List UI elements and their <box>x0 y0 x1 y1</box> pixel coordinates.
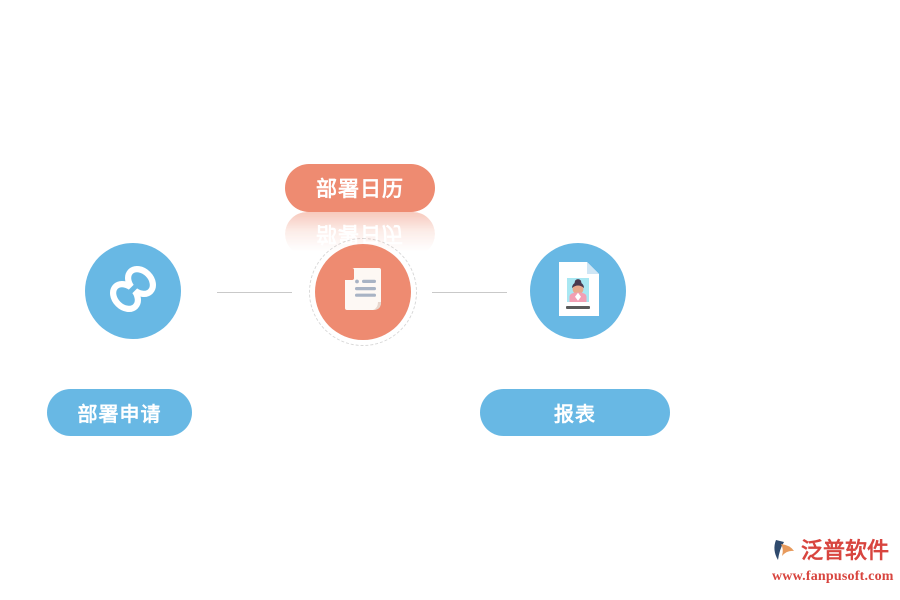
report-pill-label: 报表 <box>554 402 596 426</box>
fanpu-logo-icon <box>772 538 798 566</box>
apply-pill-label: 部署申请 <box>77 402 162 426</box>
chain-link-icon <box>102 258 164 324</box>
node-report[interactable] <box>530 243 626 339</box>
report-pill[interactable]: 报表 <box>480 389 670 436</box>
watermark-brand: 泛普软件 <box>801 539 890 564</box>
calendar-pill[interactable]: 部署日历 <box>285 164 435 212</box>
calendar-pill-reflection-label: 部署日历 <box>316 222 404 246</box>
node-deployment-calendar[interactable] <box>315 244 411 340</box>
calendar-pill-label: 部署日历 <box>316 177 404 201</box>
node-deployment-application[interactable] <box>85 243 181 339</box>
watermark: 泛普软件 www.fanpusoft.com <box>772 538 894 590</box>
watermark-url: www.fanpusoft.com <box>772 569 894 584</box>
connector-calendar-to-report <box>432 292 507 293</box>
calendar-pill-reflection: 部署日历 <box>285 212 435 256</box>
id-document-icon <box>549 258 607 324</box>
apply-pill[interactable]: 部署申请 <box>47 389 192 436</box>
scroll-icon <box>335 262 391 322</box>
connector-apply-to-calendar <box>217 292 292 293</box>
